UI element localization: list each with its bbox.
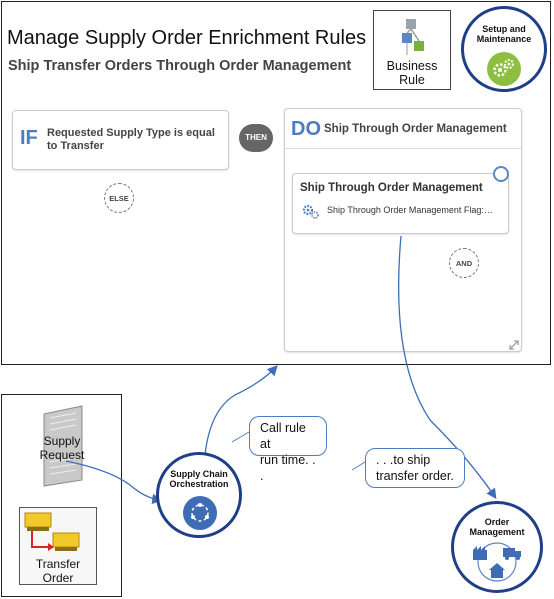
gears-icon [487, 52, 521, 86]
call-rule-callout: Call rule at run time. . . [249, 416, 327, 483]
arrow-orchestration-to-rule [204, 365, 278, 456]
rule-subtitle: Ship Transfer Orders Through Order Manag… [8, 58, 352, 74]
page-title: Manage Supply Order Enrichment Rules [7, 27, 367, 49]
do-title: Ship Through Order Management [324, 123, 507, 135]
business-rule-label: Business Rule [386, 59, 438, 87]
then-connector: THEN [239, 124, 273, 152]
action-title: Ship Through Order Management [300, 182, 483, 194]
setup-maintenance-label: Setup and Maintenance [476, 24, 532, 44]
if-condition-card[interactable] [12, 110, 229, 170]
transfer-order-label: Transfer Order [35, 557, 81, 585]
if-keyword: IF [20, 127, 38, 149]
action-status-ring[interactable] [493, 166, 509, 182]
and-add-button[interactable]: AND [449, 248, 479, 278]
do-header-divider [285, 148, 521, 149]
gear-icon [302, 204, 319, 219]
supply-request-label: Supply Request [39, 434, 85, 462]
if-condition-text: Requested Supply Type is equal to Transf… [47, 127, 215, 152]
else-branch-button[interactable]: ELSE [104, 183, 134, 213]
arrow-request-to-orchestration [65, 460, 163, 505]
expand-icon[interactable] [508, 339, 520, 351]
transfer-pallets-icon [24, 512, 80, 551]
hierarchy-icon [402, 19, 424, 55]
business-rule-tile [373, 10, 451, 90]
do-keyword: DO [291, 118, 321, 140]
factory-truck-home-icon [473, 542, 521, 582]
supply-chain-orchestration-label: Supply Chain Orchestration [169, 469, 229, 489]
document-icon [43, 405, 83, 487]
order-management-label: Order Management [469, 517, 525, 537]
action-card[interactable] [292, 173, 509, 234]
arrow-rule-to-order-management [397, 235, 497, 500]
action-detail: Ship Through Order Management Flag:… [327, 205, 493, 215]
ship-transfer-callout: . . .to ship transfer order. [365, 448, 465, 488]
orchestration-cycle-icon [183, 496, 217, 530]
